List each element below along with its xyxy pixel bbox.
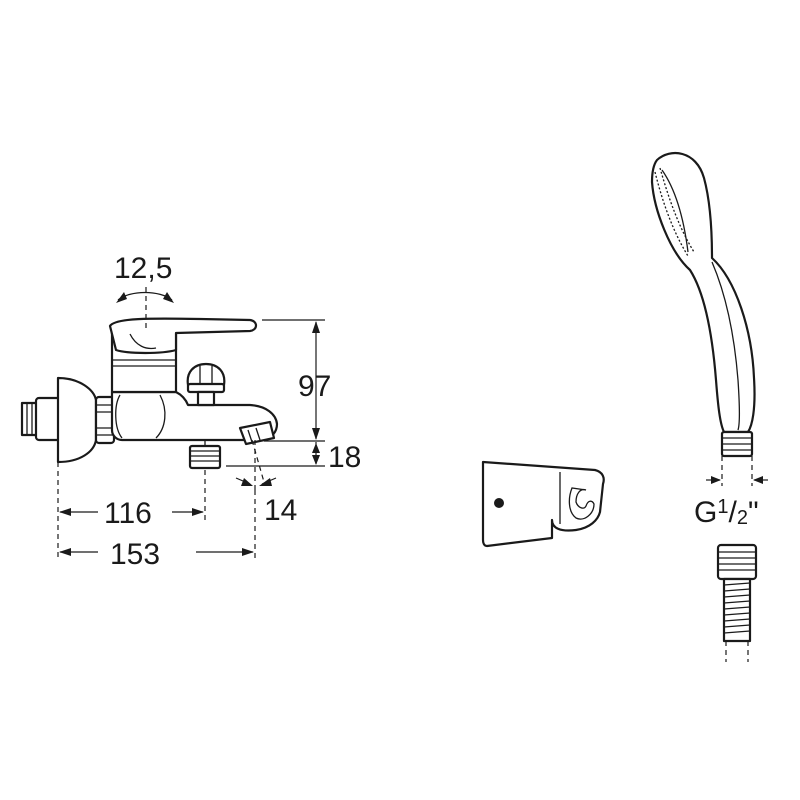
shower-hose xyxy=(716,543,758,662)
outlet-height-dimension-label: 18 xyxy=(328,441,361,474)
dimension-lines xyxy=(57,287,325,560)
shower-holder xyxy=(481,460,605,548)
thread-prefix: G xyxy=(694,496,717,529)
hand-shower xyxy=(650,152,768,486)
thread-suffix: " xyxy=(748,496,759,529)
outlet-spacing-dimension-label: 14 xyxy=(264,494,297,527)
spray-face xyxy=(654,167,695,257)
thread-slash: / xyxy=(728,496,737,529)
thread-numerator: 1 xyxy=(717,496,728,518)
wall-flange xyxy=(56,376,98,464)
shower-outlet-connector xyxy=(188,444,222,470)
total-depth-dimension-label: 153 xyxy=(110,538,160,571)
thread-size-label: G1/2" xyxy=(694,496,759,529)
lever-handle xyxy=(108,317,258,355)
bath-mixer-tap xyxy=(20,317,279,470)
hose-ribbing xyxy=(723,582,751,634)
diverter-knob xyxy=(186,362,226,407)
thread-denominator: 2 xyxy=(737,507,748,529)
inlet-connector xyxy=(20,396,62,442)
height-dimension-label: 97 xyxy=(298,370,331,403)
angle-dimension-label: 12,5 xyxy=(114,252,172,285)
inlet-outlet-dimension-label: 116 xyxy=(104,497,152,530)
mixer-body xyxy=(110,390,279,442)
spout-outlet xyxy=(238,420,276,446)
